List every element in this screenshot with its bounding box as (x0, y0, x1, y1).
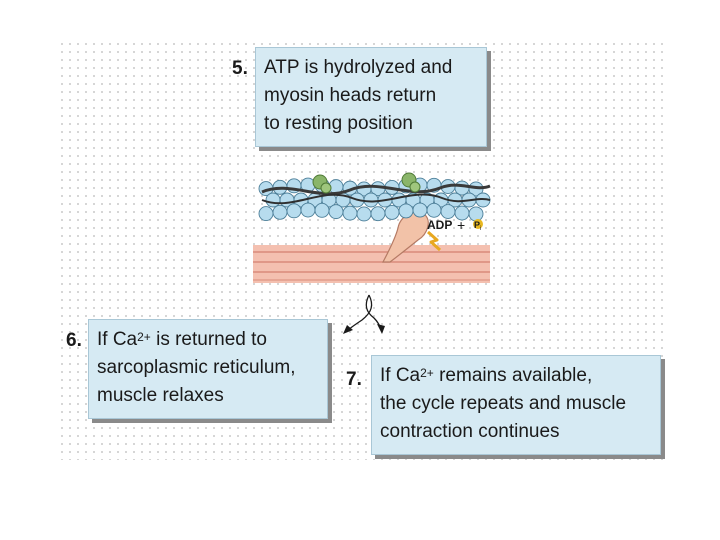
phosphate-icon (473, 219, 483, 229)
step-5-line-3: to resting position (264, 113, 413, 134)
step-6-line-2: sarcoplasmic reticulum, (97, 357, 296, 378)
actin-bead (328, 204, 344, 220)
actin-bead (468, 206, 484, 222)
arrowhead-right (377, 324, 385, 334)
actin-bead (265, 192, 281, 208)
step-6-line-3: muscle relaxes (97, 385, 224, 406)
actin-bead (314, 202, 330, 218)
tropomyosin-strand (261, 193, 491, 205)
tropomyosin-strand (261, 183, 491, 196)
step-7-line-2: the cycle repeats and muscle (380, 393, 627, 414)
actin-filament (258, 177, 491, 222)
step-7-line-1-post: remains available, (433, 365, 593, 386)
step-5-line-2: myosin heads return (264, 85, 437, 106)
troponin (320, 182, 332, 194)
step-7-line-1-pre: If Ca (380, 365, 421, 386)
plus-sign: + (457, 217, 465, 233)
step-5-number: 5. (232, 58, 248, 79)
actin-bead (342, 205, 358, 221)
calcium-charge: 2+ (420, 366, 434, 380)
energy-bolt-icon (427, 230, 441, 252)
branch-arrows (346, 294, 382, 332)
step-6-line-1: If Ca2+ is returned to (97, 326, 319, 354)
actin-bead (356, 206, 372, 222)
step-6-number: 6. (66, 330, 82, 351)
step-6-line-1-pre: If Ca (97, 329, 138, 350)
phosphate-label: P (474, 220, 480, 230)
actin-bead (286, 203, 302, 219)
actin-bead (363, 192, 379, 208)
step-5-line-1: ATP is hydrolyzed and (264, 57, 453, 78)
arrowhead-left (343, 325, 353, 334)
actin-bead (384, 204, 400, 220)
thick-filament (253, 245, 490, 283)
actin-bead (440, 204, 456, 219)
calcium-charge: 2+ (137, 330, 151, 344)
step-7-line-1: If Ca2+ remains available, (380, 362, 652, 390)
actin-bead (398, 203, 414, 219)
actin-bead (412, 202, 428, 218)
step-7-number: 7. (346, 369, 362, 390)
step-7-line-3: contraction continues (380, 421, 560, 442)
actin-bead (258, 206, 274, 222)
actin-bead (370, 206, 386, 222)
step-6-box: If Ca2+ is returned to sarcoplasmic reti… (88, 319, 328, 419)
step-5-box: ATP is hydrolyzed and myosin heads retur… (255, 47, 487, 147)
step-7-box: If Ca2+ remains available, the cycle rep… (371, 355, 661, 455)
step-6-line-1-post: is returned to (150, 329, 267, 350)
adp-label: ADP (427, 218, 452, 232)
actin-bead (272, 204, 288, 220)
phosphate-subscript: i (480, 226, 481, 232)
actin-bead (426, 202, 442, 218)
actin-bead (300, 202, 316, 218)
troponin (409, 181, 421, 193)
